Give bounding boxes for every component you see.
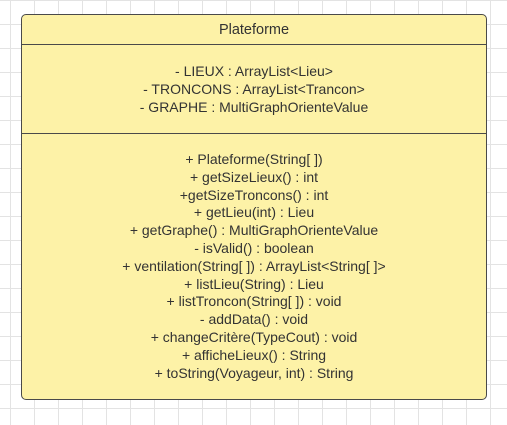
method-list-lieu: + listLieu(String) : Lieu: [184, 275, 324, 292]
method-add-data: - addData() : void: [199, 311, 309, 328]
method-plateforme: + Plateforme(String[ ]): [185, 151, 323, 167]
method-is-valid: - isValid() : boolean: [194, 239, 314, 256]
attribute-troncons: - TRONCONS : ArrayList<Trancon>: [143, 81, 365, 98]
attribute-graphe: - GRAPHE : MultiGraphOrienteValue: [139, 98, 369, 115]
method-get-lieu: + getLieu(int) : Lieu: [193, 204, 315, 221]
uml-class-box[interactable]: Plateforme - LIEUX : ArrayList<Lieu> - T…: [21, 14, 487, 400]
attributes-section: - LIEUX : ArrayList<Lieu> - TRONCONS : A…: [22, 45, 486, 134]
method-get-size-troncons: +getSizeTroncons() : int: [179, 186, 329, 203]
attribute-lieux: - LIEUX : ArrayList<Lieu>: [175, 63, 333, 80]
class-name-section: Plateforme: [22, 15, 486, 45]
method-list-troncon: + listTroncon(String[ ]) : void: [166, 293, 342, 310]
method-get-size-lieux: + getSizeLieux() : int: [189, 168, 318, 185]
method-affiche-lieux: + afficheLieux() : String: [181, 346, 327, 363]
methods-section: + Plateforme(String[ ]) + getSizeLieux()…: [22, 134, 486, 382]
method-get-graphe: + getGraphe() : MultiGraphOrienteValue: [129, 222, 379, 239]
class-name: Plateforme: [218, 21, 290, 38]
method-change-critere: + changeCritère(TypeCout) : void: [150, 328, 358, 345]
method-to-string: + toString(Voyageur, int) : String: [154, 364, 354, 381]
method-ventilation: + ventilation(String[ ]) : ArrayList<Str…: [122, 257, 386, 274]
